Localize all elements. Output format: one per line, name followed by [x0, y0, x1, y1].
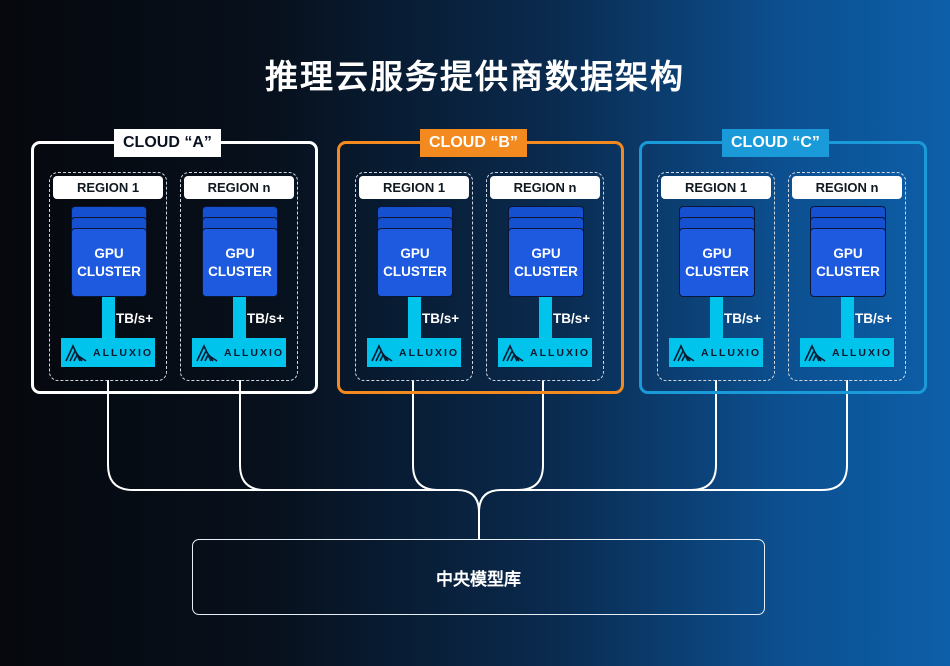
- alluxio-label: ALLUXIO: [399, 346, 460, 359]
- region-n: REGION n GPU CLUSTER TB/s+ ALLUXIO: [486, 172, 604, 381]
- region-1: REGION 1 GPU CLUSTER TB/s+ ALLUXIO: [355, 172, 473, 381]
- region-label: REGION 1: [661, 176, 771, 199]
- alluxio-label: ALLUXIO: [701, 346, 762, 359]
- gpu-text: GPU: [94, 245, 124, 261]
- gpu-text: GPU: [400, 245, 430, 261]
- alluxio-logo-icon: [65, 343, 87, 362]
- cluster-text: CLUSTER: [816, 263, 880, 279]
- cloud-c-label: CLOUD “C”: [722, 129, 829, 157]
- alluxio-box: ALLUXIO: [669, 338, 763, 367]
- throughput-label: TB/s+: [116, 311, 154, 326]
- alluxio-box: ALLUXIO: [192, 338, 286, 367]
- throughput-label: TB/s+: [855, 311, 893, 326]
- region-1: REGION 1 GPU CLUSTER TB/s+ ALLUXIO: [657, 172, 775, 381]
- region-label: REGION 1: [53, 176, 163, 199]
- cluster-text: CLUSTER: [514, 263, 578, 279]
- cluster-text: CLUSTER: [383, 263, 447, 279]
- gpu-text: GPU: [833, 245, 863, 261]
- alluxio-label: ALLUXIO: [224, 346, 285, 359]
- gpu-cluster: GPU CLUSTER: [810, 206, 886, 297]
- gpu-cluster: GPU CLUSTER: [202, 206, 278, 297]
- alluxio-label: ALLUXIO: [530, 346, 591, 359]
- throughput-pipe: [710, 297, 723, 338]
- region-n: REGION n GPU CLUSTER TB/s+ ALLUXIO: [180, 172, 298, 381]
- gpu-cluster: GPU CLUSTER: [508, 206, 584, 297]
- region-label: REGION n: [490, 176, 600, 199]
- cloud-a-label: CLOUD “A”: [114, 129, 221, 157]
- throughput-pipe: [539, 297, 552, 338]
- alluxio-box: ALLUXIO: [800, 338, 894, 367]
- page-title: 推理云服务提供商数据架构: [265, 57, 685, 96]
- alluxio-logo-icon: [371, 343, 393, 362]
- region-label: REGION n: [792, 176, 902, 199]
- region-label: REGION 1: [359, 176, 469, 199]
- gpu-text: GPU: [225, 245, 255, 261]
- alluxio-box: ALLUXIO: [367, 338, 461, 367]
- alluxio-label: ALLUXIO: [832, 346, 893, 359]
- throughput-pipe: [841, 297, 854, 338]
- throughput-label: TB/s+: [724, 311, 762, 326]
- gpu-cluster: GPU CLUSTER: [679, 206, 755, 297]
- gpu-cluster: GPU CLUSTER: [377, 206, 453, 297]
- cluster-text: CLUSTER: [208, 263, 272, 279]
- cluster-text: CLUSTER: [77, 263, 141, 279]
- region-n: REGION n GPU CLUSTER TB/s+ ALLUXIO: [788, 172, 906, 381]
- alluxio-logo-icon: [804, 343, 826, 362]
- throughput-pipe: [233, 297, 246, 338]
- alluxio-box: ALLUXIO: [61, 338, 155, 367]
- throughput-label: TB/s+: [247, 311, 285, 326]
- central-model-repository: 中央模型库: [192, 539, 765, 615]
- alluxio-logo-icon: [502, 343, 524, 362]
- cloud-b: CLOUD “B” REGION 1 GPU CLUSTER TB/s+ ALLU…: [337, 129, 624, 394]
- throughput-pipe: [102, 297, 115, 338]
- throughput-label: TB/s+: [422, 311, 460, 326]
- cloud-c: CLOUD “C” REGION 1 GPU CLUSTER TB/s+ ALLU…: [639, 129, 927, 394]
- cluster-text: CLUSTER: [685, 263, 749, 279]
- alluxio-logo-icon: [196, 343, 218, 362]
- region-label: REGION n: [184, 176, 294, 199]
- gpu-text: GPU: [702, 245, 732, 261]
- throughput-label: TB/s+: [553, 311, 591, 326]
- gpu-text: GPU: [531, 245, 561, 261]
- alluxio-box: ALLUXIO: [498, 338, 592, 367]
- cloud-b-label: CLOUD “B”: [420, 129, 527, 157]
- alluxio-logo-icon: [673, 343, 695, 362]
- alluxio-label: ALLUXIO: [93, 346, 154, 359]
- central-repo-label: 中央模型库: [436, 569, 521, 590]
- throughput-pipe: [408, 297, 421, 338]
- region-1: REGION 1 GPU CLUSTER TB/s+ ALLUXIO: [49, 172, 167, 381]
- cloud-a: CLOUD “A” REGION 1 GPU CLUSTER TB/s+ ALLU…: [31, 129, 318, 394]
- gpu-cluster: GPU CLUSTER: [71, 206, 147, 297]
